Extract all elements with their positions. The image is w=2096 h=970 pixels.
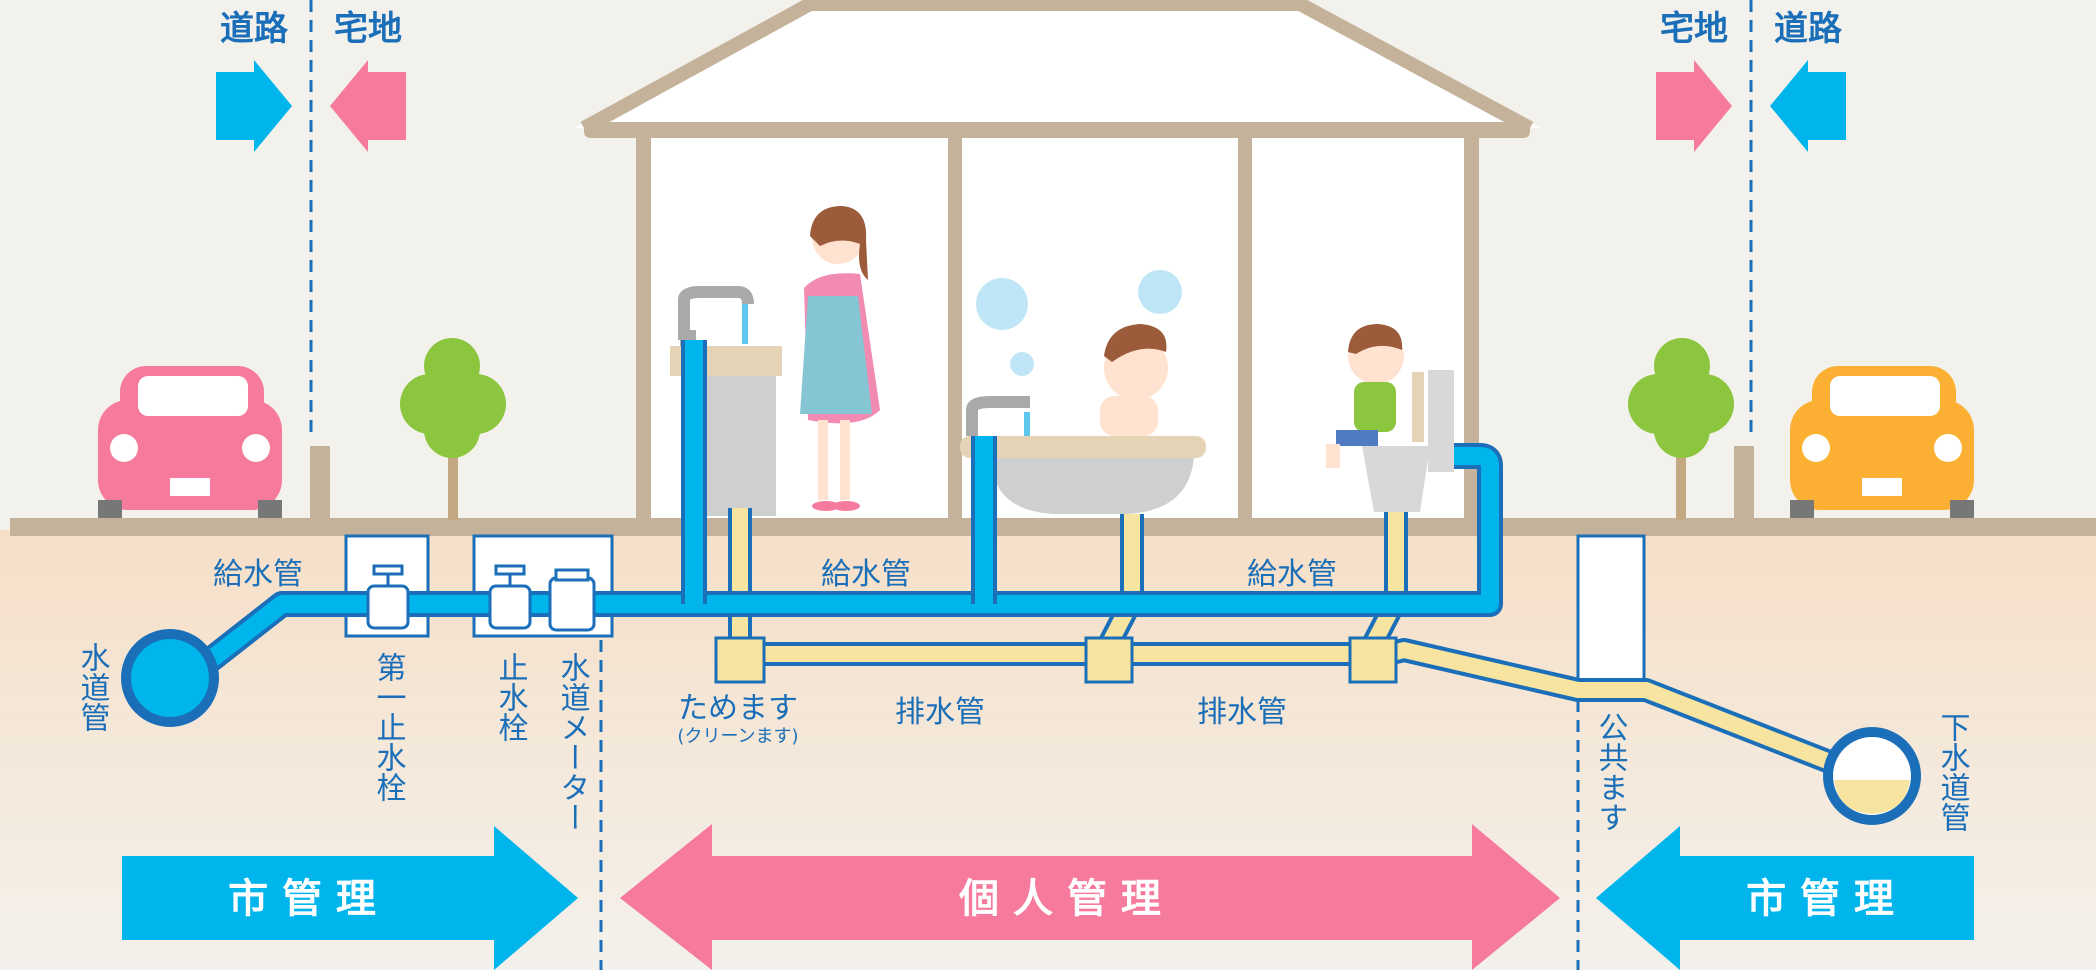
arrow-road-left xyxy=(216,60,292,152)
toilet xyxy=(1326,324,1454,512)
label-water-meter: 水道メーター xyxy=(555,652,590,832)
supply-pipes xyxy=(181,340,1503,687)
label-left-land: 宅地 xyxy=(334,9,402,49)
public-box-shaft xyxy=(1576,534,1646,702)
label-drain-pipe-right: 排水管 xyxy=(1197,695,1287,730)
house xyxy=(574,0,1540,518)
label-drain-pipe-left: 排水管 xyxy=(895,695,985,730)
label-trap-sub: (クリーンます) xyxy=(677,726,798,747)
arrow-land-right xyxy=(1656,60,1732,152)
trap-basin-3 xyxy=(1348,636,1398,684)
boundary-post-right xyxy=(1734,446,1754,520)
bathtub xyxy=(960,270,1206,514)
water-meter xyxy=(548,568,596,632)
yellow-car xyxy=(1790,366,1974,518)
label-stop-valve: 止水栓 xyxy=(493,652,529,742)
arrow-city-management-right xyxy=(1596,826,1974,970)
trap-basin xyxy=(714,636,766,684)
label-supply-pipe-left: 給水管 xyxy=(213,557,303,592)
tree-left xyxy=(400,338,506,520)
stop-valve xyxy=(488,564,532,630)
tree-right xyxy=(1628,338,1734,520)
label-personal-management: 個 人 管 理 xyxy=(958,876,1161,922)
label-first-stop-valve: 第一止水栓 xyxy=(371,652,407,802)
labels: 道路 宅地 宅地 道路 給水管 給水管 給水管 排水管 排水管 ためます (クリ… xyxy=(75,9,1970,922)
arrow-personal-management xyxy=(620,824,1560,970)
label-right-land: 宅地 xyxy=(1660,9,1728,49)
label-city-management-right: 市 管 理 xyxy=(1746,876,1894,922)
arrow-road-right xyxy=(1770,60,1846,152)
water-main-pipe xyxy=(121,629,219,727)
woman-figure xyxy=(800,206,880,511)
label-trap: ためます xyxy=(678,691,798,726)
label-sewer: 下水道管 xyxy=(1935,712,1970,832)
label-city-management-left: 市 管 理 xyxy=(228,876,376,922)
sewer-pipe xyxy=(1823,727,1921,825)
ground-line xyxy=(10,518,2096,536)
trap-basin-2 xyxy=(1084,636,1134,684)
label-left-road: 道路 xyxy=(220,9,289,49)
pink-car xyxy=(98,366,282,518)
label-right-road: 道路 xyxy=(1774,9,1843,49)
label-supply-pipe-right: 給水管 xyxy=(1247,557,1337,592)
arrow-city-management-left xyxy=(122,826,578,970)
boundary-post-left xyxy=(310,446,330,520)
label-supply-pipe-mid: 給水管 xyxy=(821,557,911,592)
label-water-main: 水道管 xyxy=(75,642,110,732)
label-public-box: 公共ます xyxy=(1593,712,1628,832)
first-stop-valve xyxy=(366,564,410,630)
arrow-land-left xyxy=(330,60,406,152)
